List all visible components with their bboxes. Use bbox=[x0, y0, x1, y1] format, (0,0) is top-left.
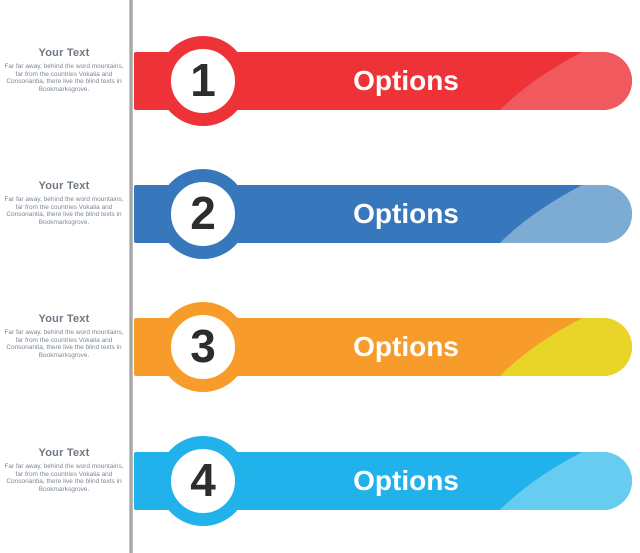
bar-swoosh-decoration bbox=[499, 318, 632, 376]
step-number: 3 bbox=[190, 320, 216, 372]
bar-swoosh-decoration bbox=[499, 52, 632, 110]
annotation-description: Far far away, behind the word mountains,… bbox=[4, 196, 124, 226]
annotation-block-4: Your Text Far far away, behind the word … bbox=[4, 447, 124, 493]
step-number: 2 bbox=[190, 187, 216, 239]
annotation-description: Far far away, behind the word mountains,… bbox=[4, 329, 124, 359]
option-row-4: Your Text Far far away, behind the word … bbox=[0, 436, 640, 528]
option-label: Options bbox=[353, 331, 459, 362]
option-label: Options bbox=[353, 465, 459, 496]
option-row-1: Your Text Far far away, behind the word … bbox=[0, 36, 640, 128]
bar-swoosh-decoration bbox=[499, 185, 632, 243]
annotation-description: Far far away, behind the word mountains,… bbox=[4, 463, 124, 493]
annotation-block-2: Your Text Far far away, behind the word … bbox=[4, 180, 124, 226]
step-number: 1 bbox=[190, 54, 216, 106]
annotation-title: Your Text bbox=[38, 47, 90, 59]
annotation-title: Your Text bbox=[38, 447, 90, 459]
annotation-description: Far far away, behind the word mountains,… bbox=[4, 63, 124, 93]
option-label: Options bbox=[353, 198, 459, 229]
step-number: 4 bbox=[190, 454, 216, 506]
step-number-badge-4[interactable]: 4 bbox=[158, 436, 248, 526]
annotation-block-1: Your Text Far far away, behind the word … bbox=[4, 47, 124, 93]
step-number-badge-2[interactable]: 2 bbox=[158, 169, 248, 259]
option-label: Options bbox=[353, 65, 459, 96]
step-number-badge-3[interactable]: 3 bbox=[158, 302, 248, 392]
bar-swoosh-decoration bbox=[499, 452, 632, 510]
timeline-axis bbox=[129, 0, 133, 553]
step-number-badge-1[interactable]: 1 bbox=[158, 36, 248, 126]
option-row-2: Your Text Far far away, behind the word … bbox=[0, 169, 640, 261]
annotation-title: Your Text bbox=[38, 180, 90, 192]
annotation-block-3: Your Text Far far away, behind the word … bbox=[4, 313, 124, 359]
annotation-title: Your Text bbox=[38, 313, 90, 325]
option-row-3: Your Text Far far away, behind the word … bbox=[0, 302, 640, 394]
